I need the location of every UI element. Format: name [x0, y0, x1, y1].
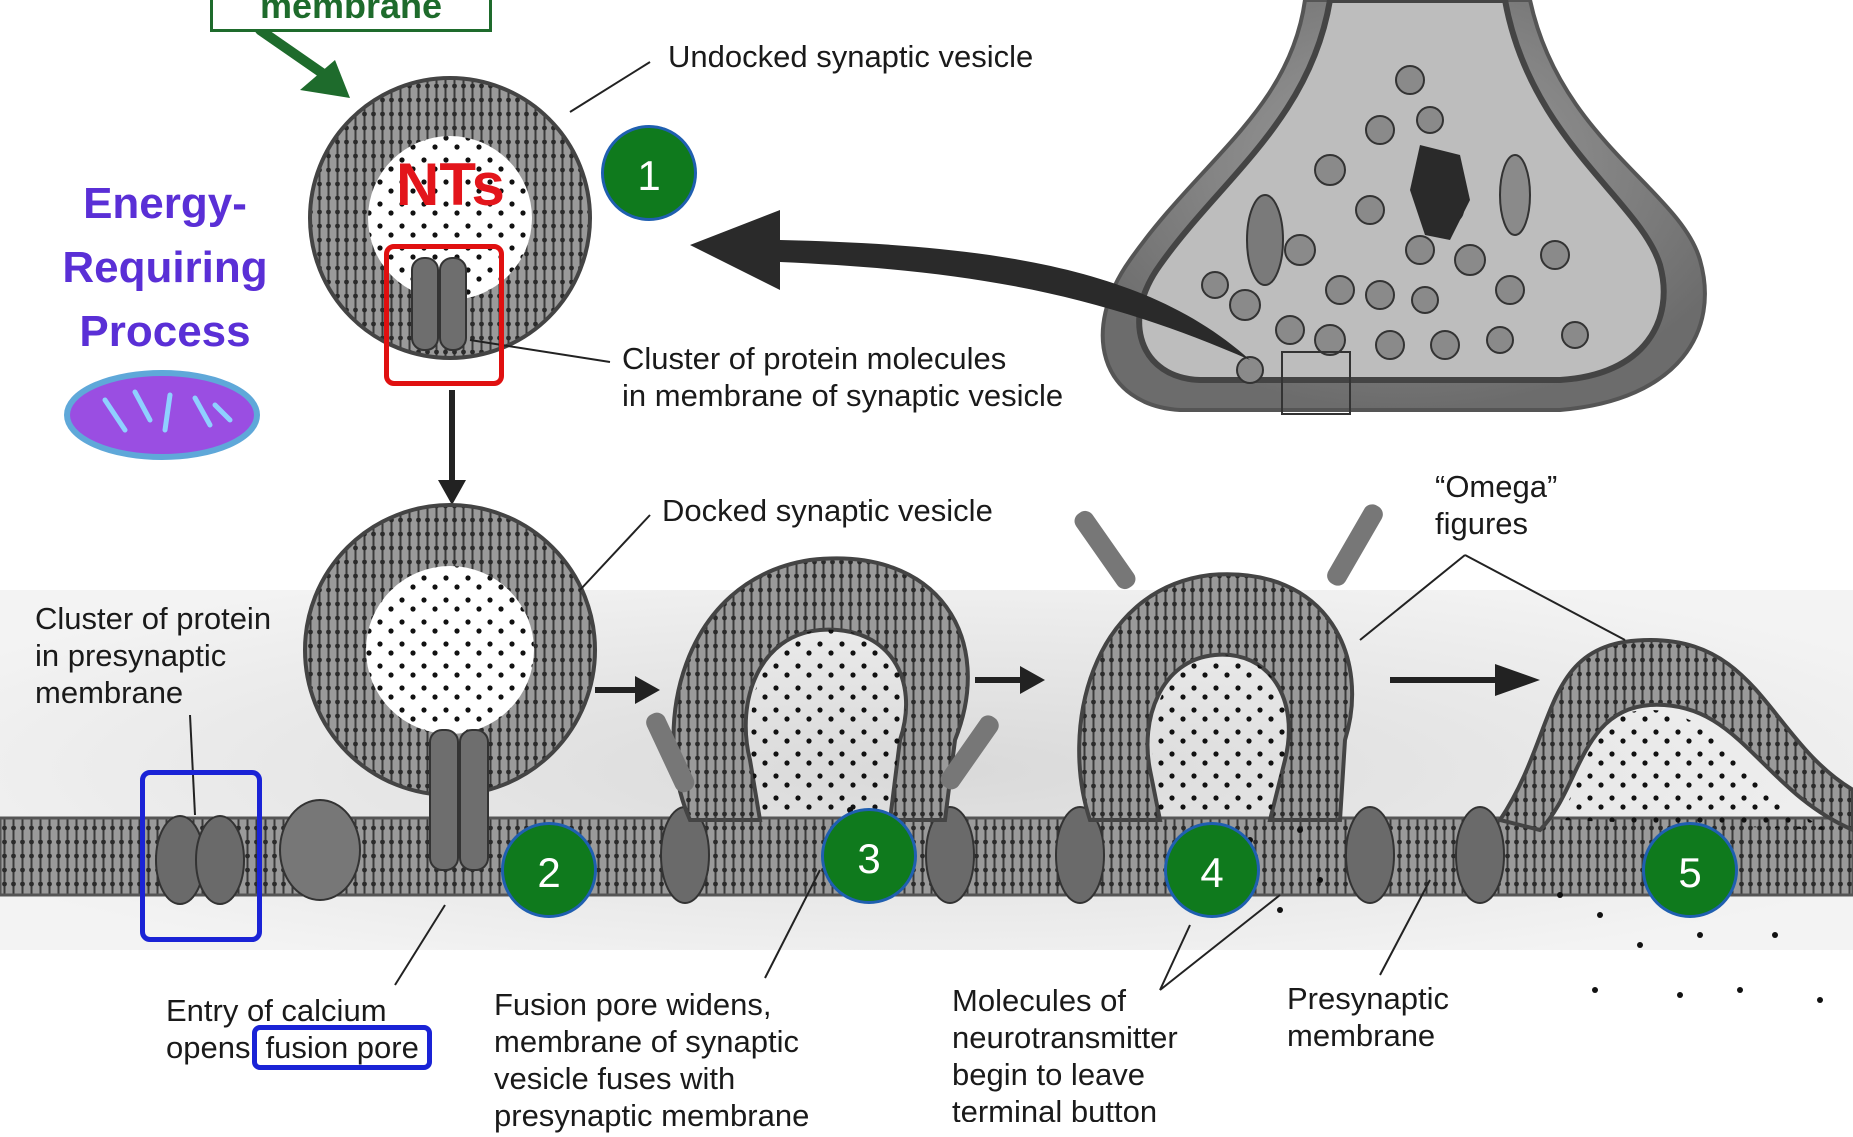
- header-box: membrane: [210, 0, 492, 32]
- entry-calcium-opens: opens: [166, 1030, 250, 1065]
- presynaptic-line-2: membrane: [1287, 1017, 1449, 1054]
- presynaptic-line-1: Presynaptic: [1287, 980, 1449, 1017]
- step-2-circle: 2: [501, 822, 597, 918]
- step-3-circle: 3: [821, 808, 917, 904]
- vesicle-protein-highlight: [384, 244, 504, 386]
- molecules-line-1: Molecules of: [952, 982, 1178, 1019]
- mitochondrion-icon: [67, 373, 257, 457]
- terminal-button: [1103, 0, 1705, 414]
- nts-label: NTs: [396, 150, 505, 219]
- energy-line-2: Requiring: [40, 236, 290, 300]
- entry-calcium-line-1: Entry of calcium: [166, 992, 432, 1029]
- presynaptic-protein-highlight: [140, 770, 262, 942]
- fusion-widens-line-2: membrane of synaptic: [494, 1023, 809, 1060]
- header-box-text: membrane: [260, 0, 442, 26]
- omega-line-1: “Omega”: [1435, 468, 1557, 505]
- cluster-presynaptic-label: Cluster of protein in presynaptic membra…: [35, 600, 271, 711]
- molecules-line-4: terminal button: [952, 1093, 1178, 1122]
- omega-figures-label: “Omega” figures: [1435, 468, 1557, 542]
- fusion-widens-line-4: presynaptic membrane: [494, 1097, 809, 1134]
- step-5-circle: 5: [1642, 822, 1738, 918]
- fusion-widens-line-3: vesicle fuses with: [494, 1060, 809, 1097]
- energy-line-3: Process: [40, 300, 290, 364]
- cluster-presynaptic-line-1: Cluster of protein: [35, 600, 271, 637]
- cluster-presynaptic-line-2: in presynaptic: [35, 637, 271, 674]
- step-4-circle: 4: [1164, 822, 1260, 918]
- cluster-presynaptic-line-3: membrane: [35, 674, 271, 711]
- cluster-vesicle-line-1: Cluster of protein molecules: [622, 340, 1063, 377]
- step-1-circle: 1: [601, 125, 697, 221]
- fusion-widens-line-1: Fusion pore widens,: [494, 986, 809, 1023]
- molecules-label: Molecules of neurotransmitter begin to l…: [952, 982, 1178, 1122]
- arrow-down-icon: [438, 390, 466, 505]
- omega-line-2: figures: [1435, 505, 1557, 542]
- energy-line-1: Energy-: [40, 172, 290, 236]
- molecules-line-2: neurotransmitter: [952, 1019, 1178, 1056]
- fusion-pore-highlight: fusion pore: [252, 1025, 431, 1070]
- energy-label: Energy- Requiring Process: [40, 172, 290, 364]
- molecules-line-3: begin to leave: [952, 1056, 1178, 1093]
- fusion-pore-widens-label: Fusion pore widens, membrane of synaptic…: [494, 986, 809, 1134]
- docked-vesicle-label: Docked synaptic vesicle: [662, 492, 993, 529]
- presynaptic-membrane-label: Presynaptic membrane: [1287, 980, 1449, 1054]
- cluster-vesicle-label: Cluster of protein molecules in membrane…: [622, 340, 1063, 414]
- undocked-vesicle-label: Undocked synaptic vesicle: [668, 38, 1033, 75]
- cluster-vesicle-line-2: in membrane of synaptic vesicle: [622, 377, 1063, 414]
